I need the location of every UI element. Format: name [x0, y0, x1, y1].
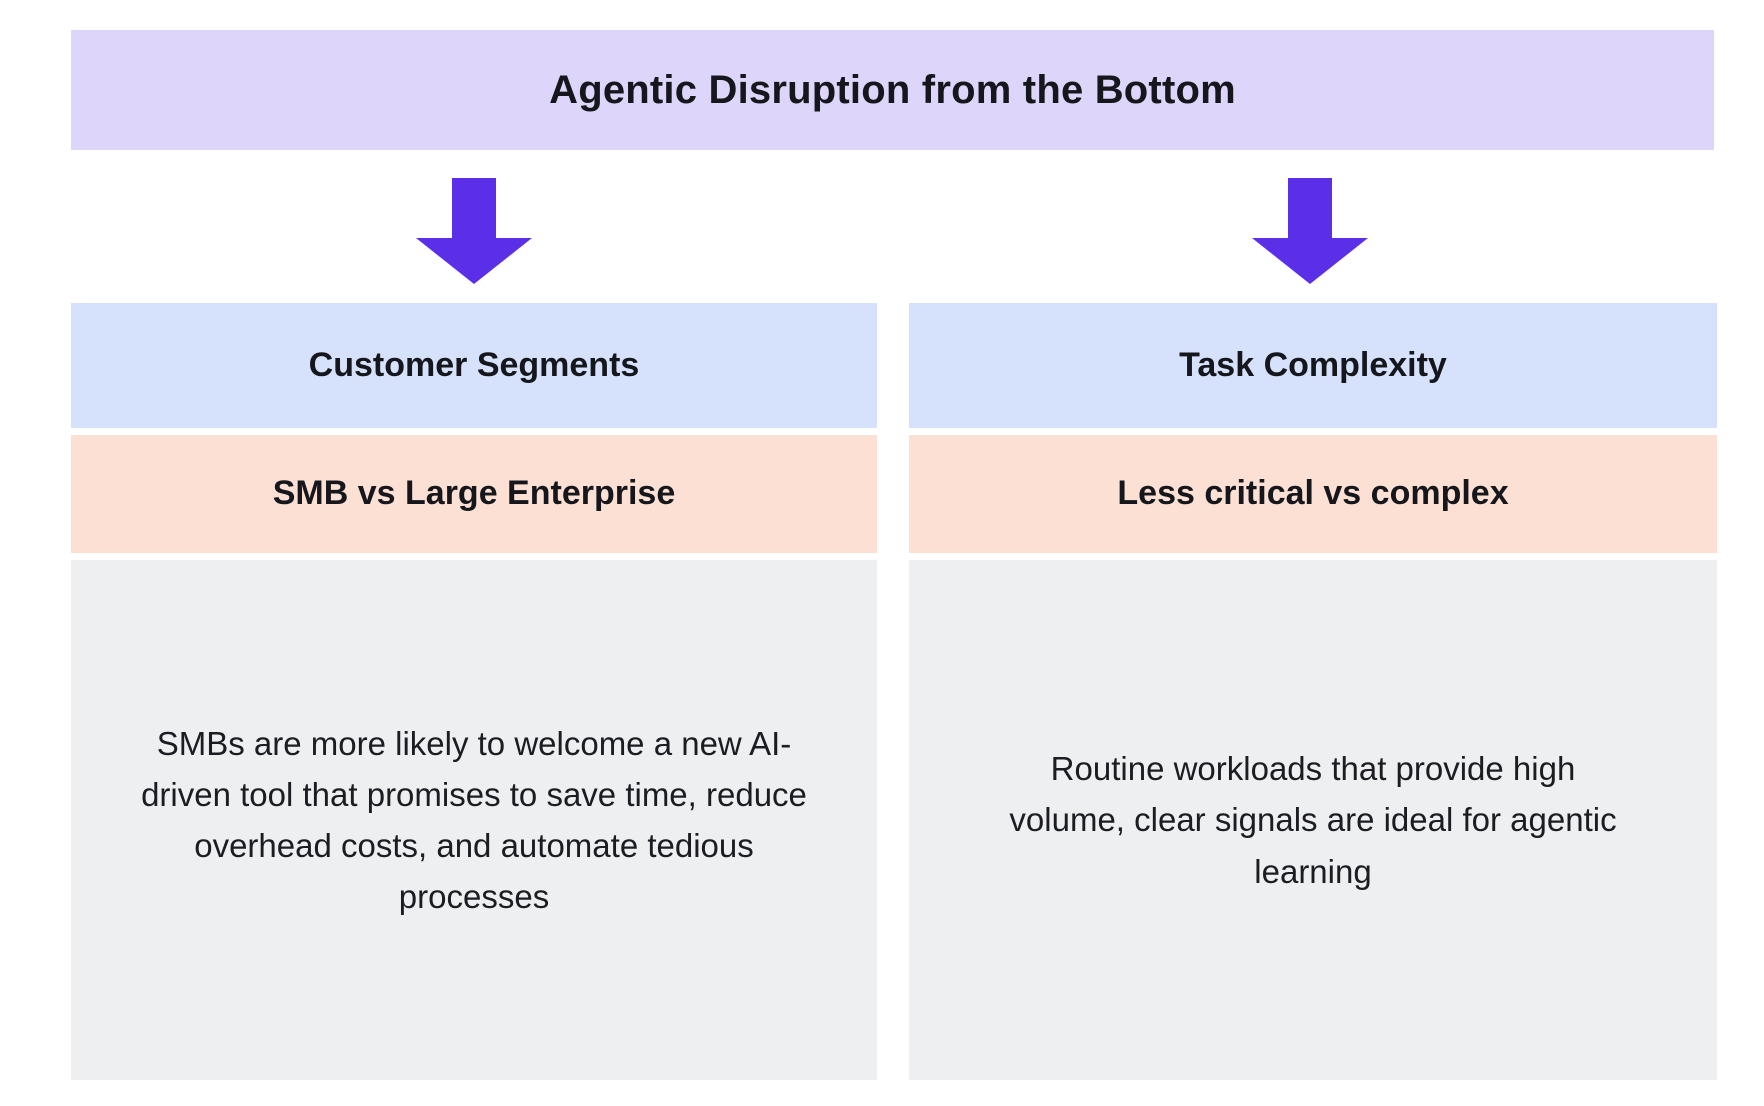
column-body-task-complexity: Routine workloads that provide high volu…	[909, 560, 1717, 1080]
column-subhead-customer-segments: SMB vs Large Enterprise	[71, 435, 877, 553]
arrow-down-icon-right	[1252, 178, 1368, 284]
column-header-task-complexity: Task Complexity	[909, 303, 1717, 428]
diagram-title-banner: Agentic Disruption from the Bottom	[71, 30, 1714, 150]
column-body-text: Routine workloads that provide high volu…	[1009, 750, 1617, 890]
column-subhead-label: SMB vs Large Enterprise	[272, 474, 676, 513]
arrow-down-icon-left	[416, 178, 532, 284]
column-customer-segments: Customer Segments SMB vs Large Enterpris…	[71, 303, 877, 1080]
column-body-text: SMBs are more likely to welcome a new AI…	[141, 724, 807, 916]
column-header-label: Task Complexity	[1179, 345, 1447, 384]
column-body-customer-segments: SMBs are more likely to welcome a new AI…	[71, 560, 877, 1080]
column-subhead-label: Less critical vs complex	[1117, 474, 1509, 513]
column-header-customer-segments: Customer Segments	[71, 303, 877, 428]
column-header-label: Customer Segments	[308, 345, 640, 384]
column-task-complexity: Task Complexity Less critical vs complex…	[909, 303, 1717, 1080]
diagram-title: Agentic Disruption from the Bottom	[549, 68, 1236, 112]
column-subhead-task-complexity: Less critical vs complex	[909, 435, 1717, 553]
